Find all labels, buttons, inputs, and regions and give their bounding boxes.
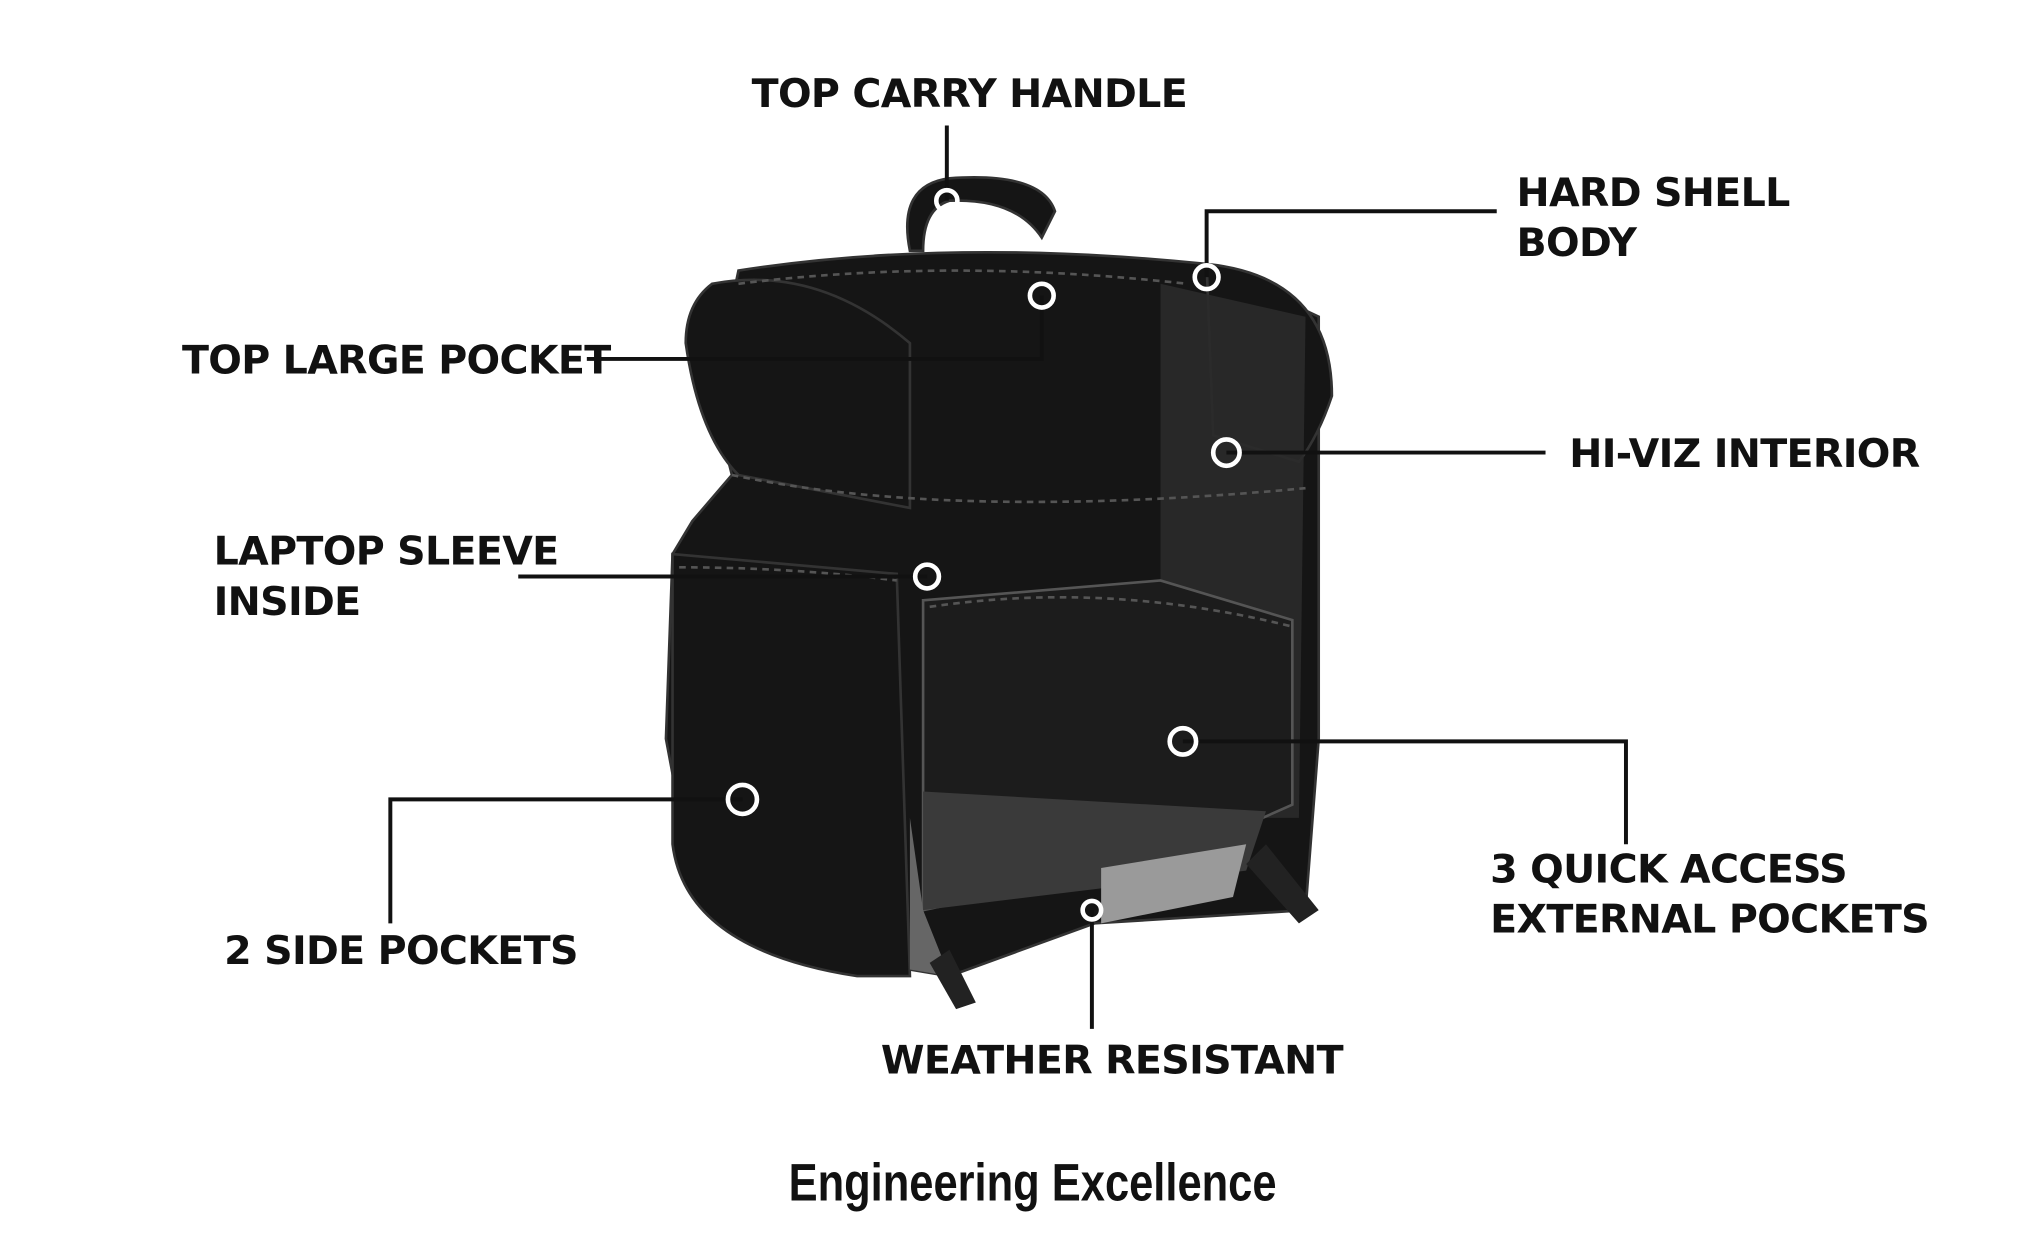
label-weather-resistant: WEATHER RESISTANT — [881, 1038, 1344, 1084]
label-laptop-sleeve-line1: LAPTOP SLEEVE — [214, 529, 559, 575]
label-quick-access-line2: EXTERNAL POCKETS — [1490, 897, 1929, 943]
label-hi-viz-interior: HI-VIZ INTERIOR — [1569, 431, 1919, 477]
callout-lines — [388, 125, 1628, 1029]
label-hard-shell-body-line1: HARD SHELL — [1517, 170, 1791, 216]
label-top-carry-handle: TOP CARRY HANDLE — [752, 71, 1187, 117]
label-hard-shell-body-line2: BODY — [1517, 220, 1639, 266]
label-side-pockets: 2 SIDE POCKETS — [224, 928, 578, 974]
backpack-illustration — [664, 176, 1334, 1010]
footer-title: Engineering Excellence — [789, 1153, 1277, 1212]
label-laptop-sleeve-line2: INSIDE — [214, 579, 361, 625]
label-quick-access-line1: 3 QUICK ACCESS — [1490, 846, 1847, 892]
label-top-large-pocket: TOP LARGE POCKET — [182, 337, 611, 383]
callout-dots — [725, 187, 1242, 922]
